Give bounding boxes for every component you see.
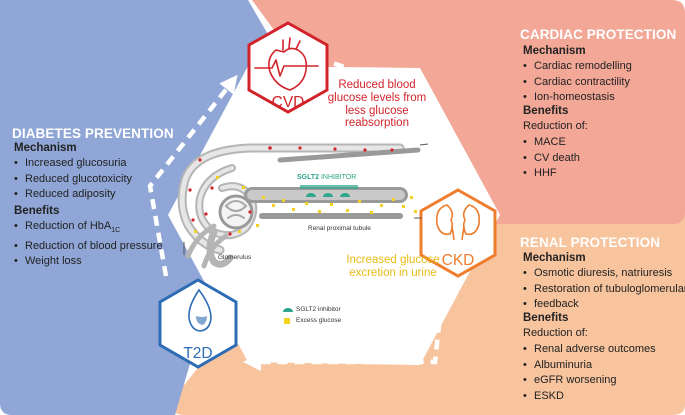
list-item: Reduction of HbA1C	[14, 219, 163, 239]
arrow-cvd-to-ckd	[317, 55, 476, 184]
legend-glucose-label: Excess glucose	[296, 317, 342, 324]
heart-icon	[254, 37, 319, 91]
list-item: Cardiac remodelling	[523, 59, 632, 75]
cardiac-panel-title: CARDIAC PROTECTION	[520, 27, 677, 42]
note-line: Increased glucose	[346, 254, 440, 266]
ckd-node-label: CKD	[442, 252, 475, 269]
hba1c-text: Reduction of HbA	[25, 220, 112, 232]
list-item: HHF	[523, 166, 580, 182]
note-line: glucose levels from	[327, 91, 427, 104]
list-item: Increased glucosuria	[14, 156, 132, 172]
glucose-drop-icon	[188, 288, 212, 332]
list-item: Reduced adiposity	[14, 187, 132, 203]
cvd-node: CVD	[247, 21, 329, 114]
t2d-node-label: T2D	[183, 345, 212, 362]
sglt2-inhibitor-label: SGLT2 INHIBITOR	[297, 174, 356, 181]
list-item: feedback	[523, 297, 685, 313]
list-item: Renal adverse outcomes	[523, 342, 656, 358]
list-item: Weight loss	[14, 254, 163, 270]
sglt2-rest: INHIBITOR	[319, 174, 357, 181]
list-item: Osmotic diuresis, natriuresis	[523, 266, 685, 282]
kidneys-icon	[435, 204, 481, 241]
diabetes-panel-background	[0, 0, 280, 415]
legend-sglt2-icon	[283, 308, 293, 312]
diabetes-mechanism-list: Increased glucosuria Reduced glucotoxici…	[14, 156, 132, 203]
cardiac-benefits-list: MACE CV death HHF	[523, 135, 580, 182]
renal-panel-title: RENAL PROTECTION	[520, 235, 661, 250]
arrow-t2d-to-cvd	[147, 74, 238, 277]
blood-glucose-dots	[188, 146, 394, 236]
reduced-glucose-note: Reduced blood glucose levels from less g…	[312, 79, 442, 130]
cardiac-benefits-heading: Benefits	[523, 105, 569, 117]
legend-glucose-icon	[284, 318, 290, 324]
hba1c-subscript: 1C	[111, 227, 121, 235]
renal-benefits-list: Renal adverse outcomes Albuminuria eGFR …	[523, 342, 656, 404]
renal-proximal-tubule-label: Renal proximal tubule	[308, 225, 371, 232]
legend-sglt2-label: SGLT2 inhibitor	[296, 306, 341, 313]
arrow-ckd-to-t2d	[243, 271, 448, 371]
renal-reduction-label: Reduction of:	[523, 327, 588, 339]
list-item: CV death	[523, 151, 580, 167]
renal-benefits-heading: Benefits	[523, 312, 569, 324]
list-item: eGFR worsening	[523, 373, 656, 389]
excess-glucose-squares	[194, 176, 417, 233]
note-line: less glucose	[345, 104, 409, 117]
list-item: Cardiac contractility	[523, 75, 632, 91]
cardiac-mechanism-heading: Mechanism	[523, 45, 586, 57]
diabetes-benefits-heading: Benefits	[14, 205, 60, 217]
diabetes-panel-title: DIABETES PREVENTION	[12, 126, 174, 141]
note-line: excretion in urine	[349, 266, 437, 279]
t2d-node: T2D	[158, 278, 238, 369]
ckd-node: CKD	[419, 188, 497, 278]
flow-arrows	[183, 143, 429, 255]
cycle-arrows	[147, 55, 476, 371]
cvd-node-label: CVD	[272, 94, 305, 111]
list-item: Reduced glucotoxicity	[14, 172, 132, 188]
renal-mechanism-list: Osmotic diuresis, natriuresis Restoratio…	[523, 266, 685, 313]
sglt2-bold: SGLT2	[297, 174, 320, 181]
list-item: Reduction of blood pressure	[14, 239, 163, 255]
glucose-excretion-note: Increased glucose excretion in urine	[338, 254, 448, 280]
list-item: ESKD	[523, 389, 656, 405]
list-item: Albuminuria	[523, 358, 656, 374]
list-item: MACE	[523, 135, 580, 151]
cardiac-reduction-label: Reduction of:	[523, 120, 588, 132]
renal-mechanism-heading: Mechanism	[523, 252, 586, 264]
list-item: Restoration of tubuloglomerular	[523, 282, 685, 298]
glomerulus-label: Glomerulus	[218, 254, 252, 261]
cardiac-mechanism-list: Cardiac remodelling Cardiac contractilit…	[523, 59, 632, 106]
list-item: Ion-homeostasis	[523, 90, 632, 106]
note-line: Reduced blood	[338, 79, 416, 91]
diabetes-mechanism-heading: Mechanism	[14, 142, 77, 154]
sglt2-transporters	[300, 185, 358, 197]
diabetes-benefits-list: Reduction of HbA1C Reduction of blood pr…	[14, 219, 163, 270]
note-line: reabsorption	[345, 117, 409, 130]
